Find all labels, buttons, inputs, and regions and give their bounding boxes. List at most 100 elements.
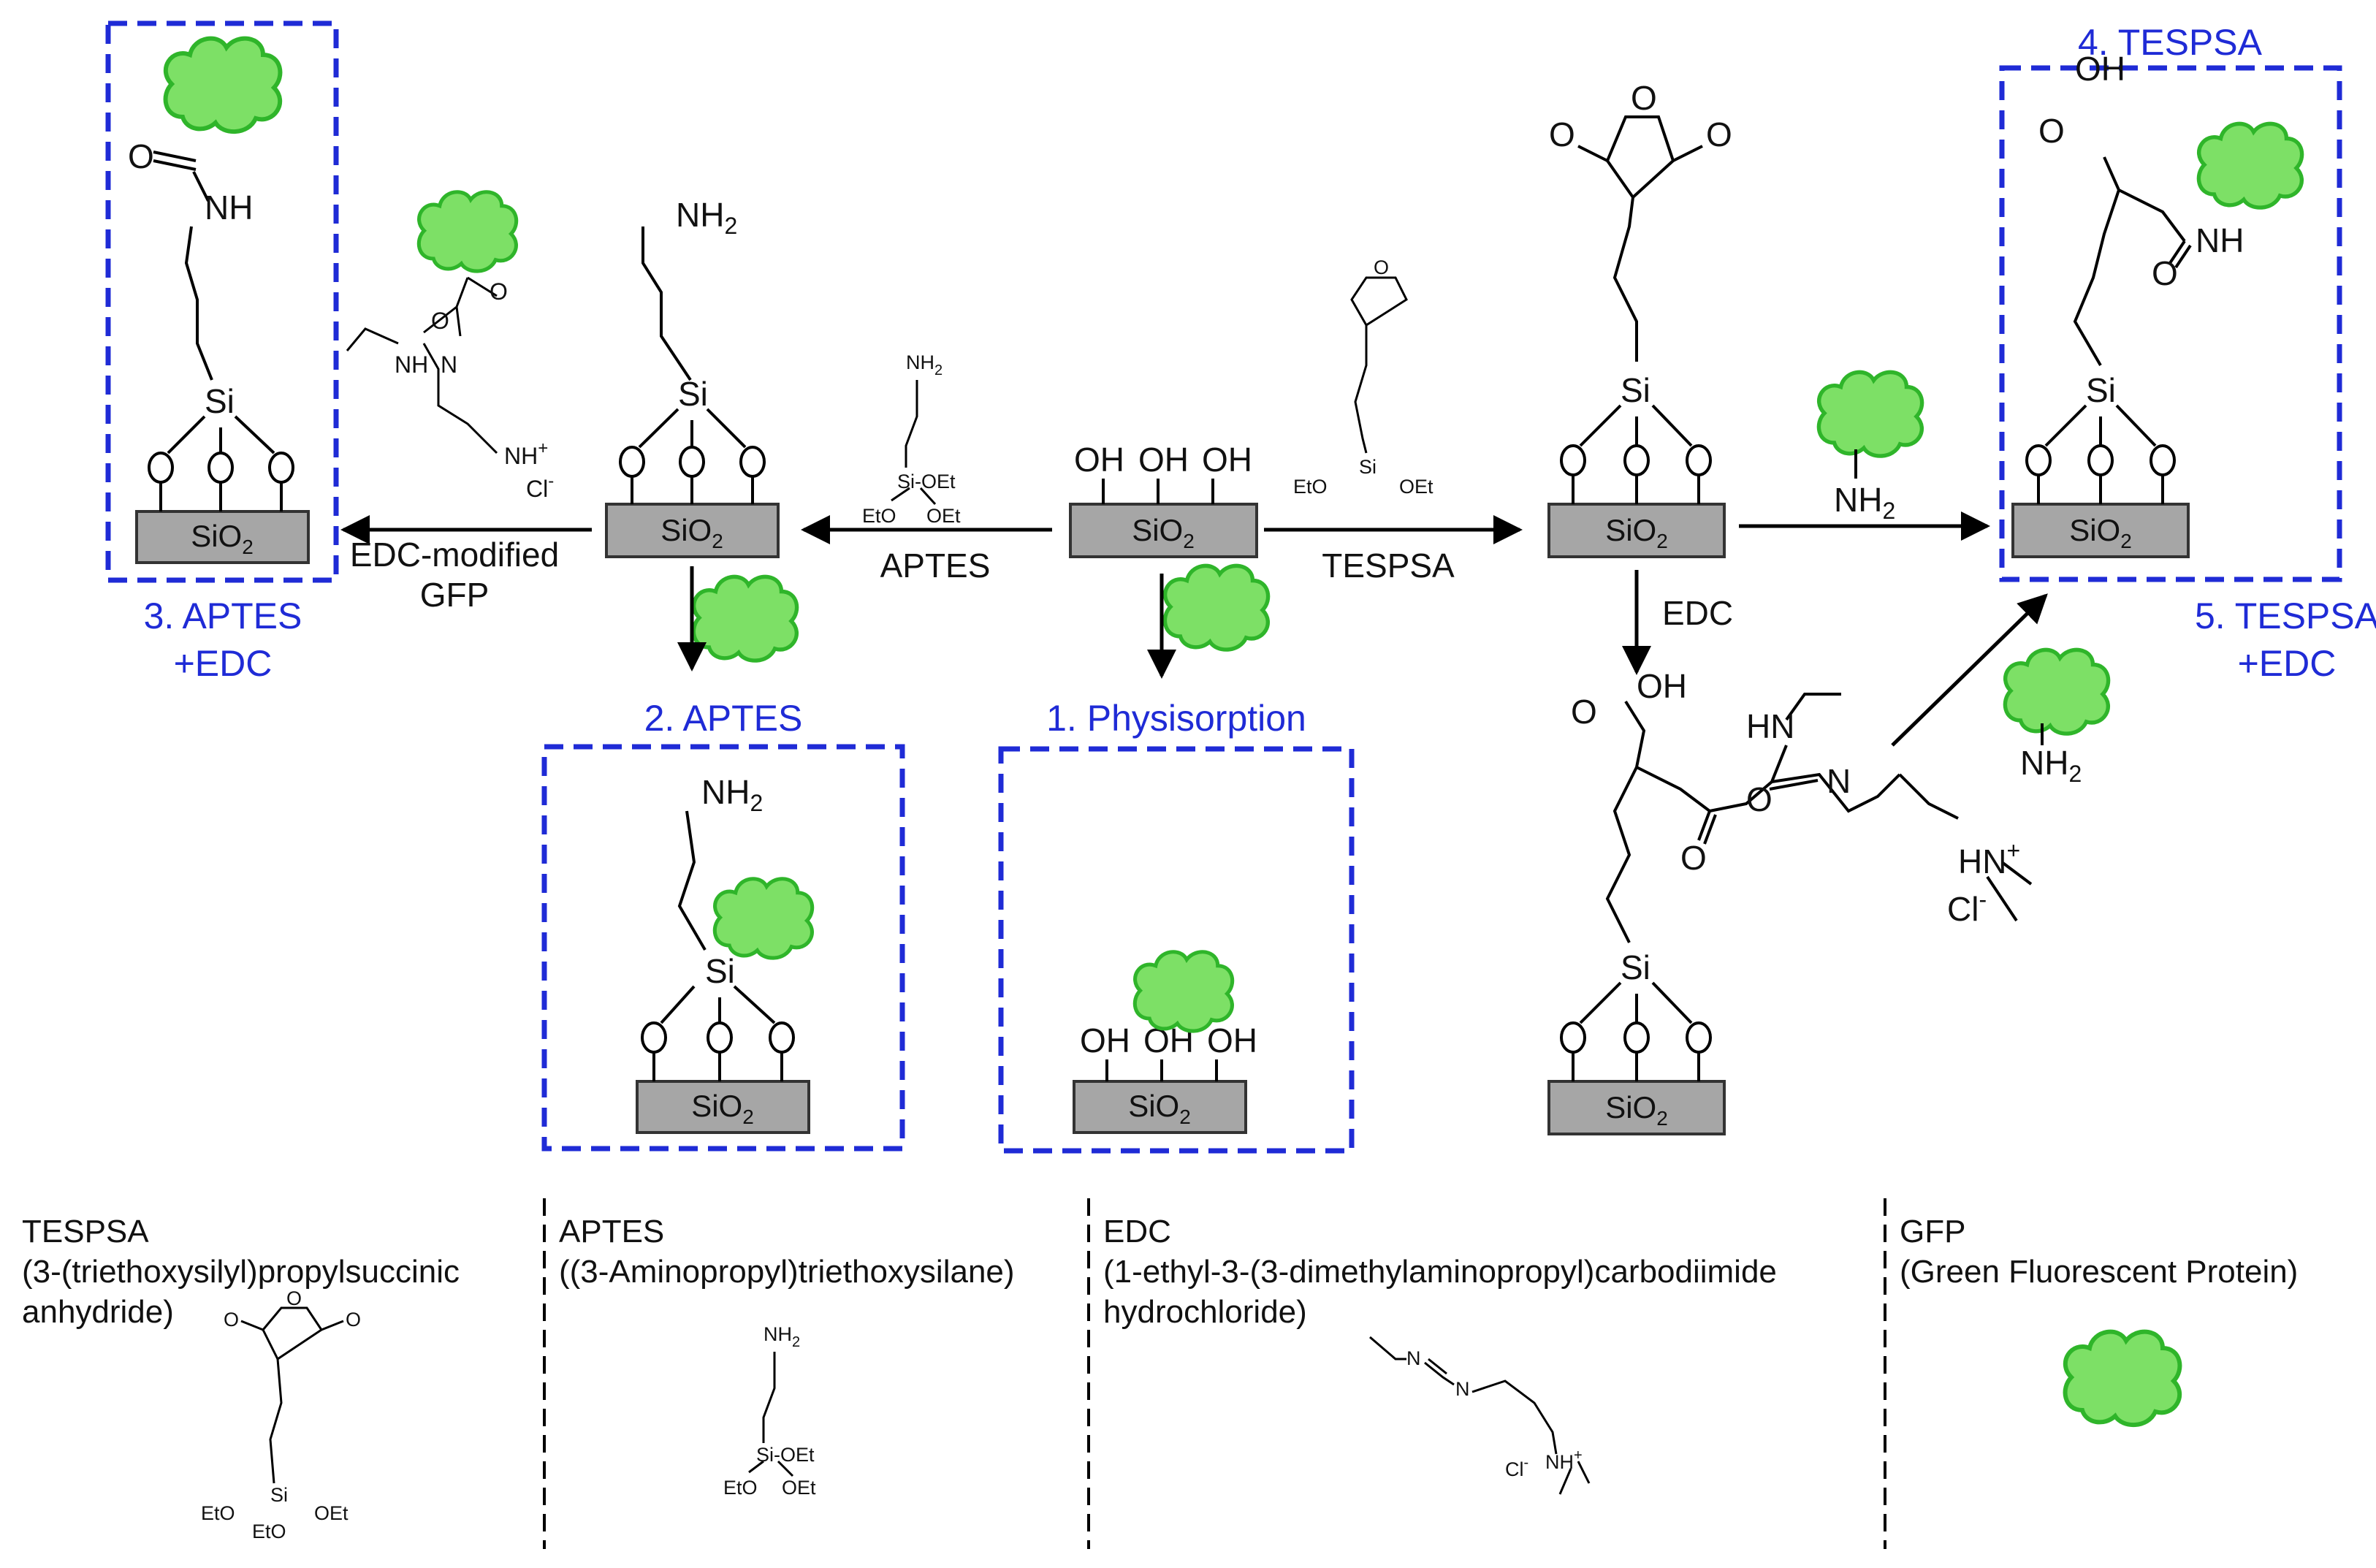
o-ester-tespsa-edc: O [1746,780,1773,818]
o-left-tespsa: O [1549,115,1575,153]
legend-tespsa-line2: anhydride) [22,1294,174,1330]
nh-ammonium-edc-gfp: NH+ [504,438,548,469]
nh2-aptes-reagent: NH2 [906,351,943,378]
silane-anchor-aptes-gfp [641,810,795,1081]
hn-ammonium-tespsa-edc: HN+ [1958,837,2020,880]
o-ester-carbonyl-tespsa-edc: O [1680,839,1707,877]
o-ring-tespsa-reagent: O [1374,256,1389,278]
sio2-slab-physisorption: SiO2 [1073,1080,1247,1134]
svg-text:SiO2: SiO2 [691,1089,754,1128]
silane-anchor-tespsa-edc [1560,693,2033,1081]
legend-aptes-oet: OEt [782,1477,816,1499]
oh-3: OH [1202,441,1252,479]
legend-aptes-si-oet: Si-OEt [756,1444,815,1466]
label-aptes-edc-2: +EDC [174,643,273,684]
reaction-arrows [340,511,2048,747]
hydroxyl-groups-physisorption [1105,1059,1218,1081]
legend-gfp-line1: (Green Fluorescent Protein) [1900,1254,2298,1290]
box-aptes-edc [105,20,339,583]
si-aptes: Si [678,375,708,413]
legend-tespsa-eto-1: EtO [201,1502,235,1524]
reagent-aptes-label: APTES [880,547,991,585]
sio2-slab-tespsa: SiO2 [1547,503,1726,558]
svg-text:SiO2: SiO2 [1128,1089,1191,1128]
legend-aptes-name: APTES [559,1214,664,1249]
legend-tespsa-o-right: O [346,1309,361,1331]
reagent-tespsa-label: TESPSA [1322,547,1455,585]
nh2-aptes-gfp: NH2 [701,773,763,816]
nh-aptes-edc: NH [205,189,253,227]
legend-aptes-line1: ((3-Aminopropyl)triethoxysilane) [559,1254,1015,1290]
gfp-tespsa-edc-reagent-icon [2005,650,2108,734]
nh-amide-tespsa-gfp: NH [2196,221,2244,259]
svg-text:SiO2: SiO2 [660,513,723,552]
label-tespsa-edc-1: 5. TESPSA [2195,595,2376,636]
reagent-edc-label: EDC [1662,594,1733,632]
legend-tespsa-name: TESPSA [22,1214,149,1249]
box-tespsa [1999,65,2342,582]
gfp-aptes-bound-icon [715,879,812,958]
gfp-edc-modified-icon [419,192,516,271]
oh-2: OH [1138,441,1189,479]
sio2-slab-aptes-gfp: SiO2 [636,1080,810,1134]
si-aptes-edc: Si [205,382,235,420]
o-acid-tespsa-edc: O [1571,693,1597,731]
si-tespsa-gfp: Si [2086,371,2116,409]
gfp-aptes-edc-icon [166,39,281,132]
label-tespsa-edc-2: +EDC [2238,643,2337,684]
gfp-tespsa-bound-icon [2198,123,2301,208]
silane-anchor-aptes [619,227,766,504]
oh-acid-tespsa-edc: OH [1637,667,1687,705]
legend-gfp-name: GFP [1900,1214,1965,1249]
nh2-gfp-tespsa-edc: NH2 [2020,744,2082,787]
si-tespsa-edc: Si [1621,948,1650,986]
legend-edc-line2: hydrochloride) [1103,1294,1307,1330]
eto-aptes-reagent: EtO [862,505,896,527]
nh-edc-gfp: NH [395,351,428,378]
gfp-physisorption-path-icon [1165,566,1268,650]
si-oet-aptes-reagent: Si-OEt [897,471,956,492]
hn-urea-tespsa-edc: HN [1746,707,1794,745]
gfp-tespsa-reagent-icon [1819,372,1922,456]
legend-tespsa-si: Si [270,1484,288,1506]
legend-tespsa-structure [240,1306,344,1484]
gfp-legend-icon [2065,1332,2180,1425]
oh-1: OH [1074,441,1124,479]
legend-tespsa-o-left: O [224,1309,239,1331]
oh-phys-3: OH [1207,1021,1257,1059]
box-physisorption [998,746,1355,1154]
legend-tespsa-eto-2: EtO [252,1521,286,1542]
svg-text:SiO2: SiO2 [2069,513,2132,552]
oh-phys-1: OH [1080,1021,1130,1059]
o-edc-gfp-1: O [431,308,449,334]
sio2-slab-aptes: SiO2 [605,503,780,558]
oet-tespsa-reagent: OEt [1399,476,1433,498]
o-ring-tespsa: O [1631,79,1657,117]
legend-edc-nh: NH+ [1545,1447,1583,1473]
svg-text:SiO2: SiO2 [1605,1090,1668,1130]
hydroxyl-groups-start [1102,479,1214,504]
legend-aptes-structure [748,1352,794,1477]
n-urea-tespsa-edc: N [1827,762,1851,800]
cl-edc-gfp: Cl- [526,471,554,502]
nh2-gfp-tespsa: NH2 [1834,481,1895,524]
legend-tespsa-o-ring: O [286,1287,302,1309]
reagent-edc-gfp-label-2: GFP [420,576,490,614]
sio2-slab-start: SiO2 [1069,503,1258,558]
legend-dividers [543,1198,1886,1549]
legend-tespsa-oet: OEt [314,1502,349,1524]
nh2-aptes: NH2 [676,196,737,239]
legend-edc-name: EDC [1103,1214,1171,1249]
edc-modified-gfp-structure [346,276,498,454]
legend-tespsa-line1: (3-(triethoxysilyl)propylsuccinic [22,1254,460,1290]
o-amide-tespsa-gfp: O [2152,254,2178,292]
gfp-aptes-path-icon [693,576,796,661]
si-tespsa-reagent: Si [1359,456,1377,478]
silane-anchor-tespsa [1560,115,1712,504]
sio2-slab-tespsa-edc: SiO2 [1547,1080,1726,1135]
sio2-slab-tespsa-gfp: SiO2 [2011,503,2190,558]
reagent-edc-gfp-label-1: EDC-modified [350,536,559,574]
o-right-tespsa: O [1706,115,1732,153]
svg-text:SiO2: SiO2 [1605,513,1668,552]
